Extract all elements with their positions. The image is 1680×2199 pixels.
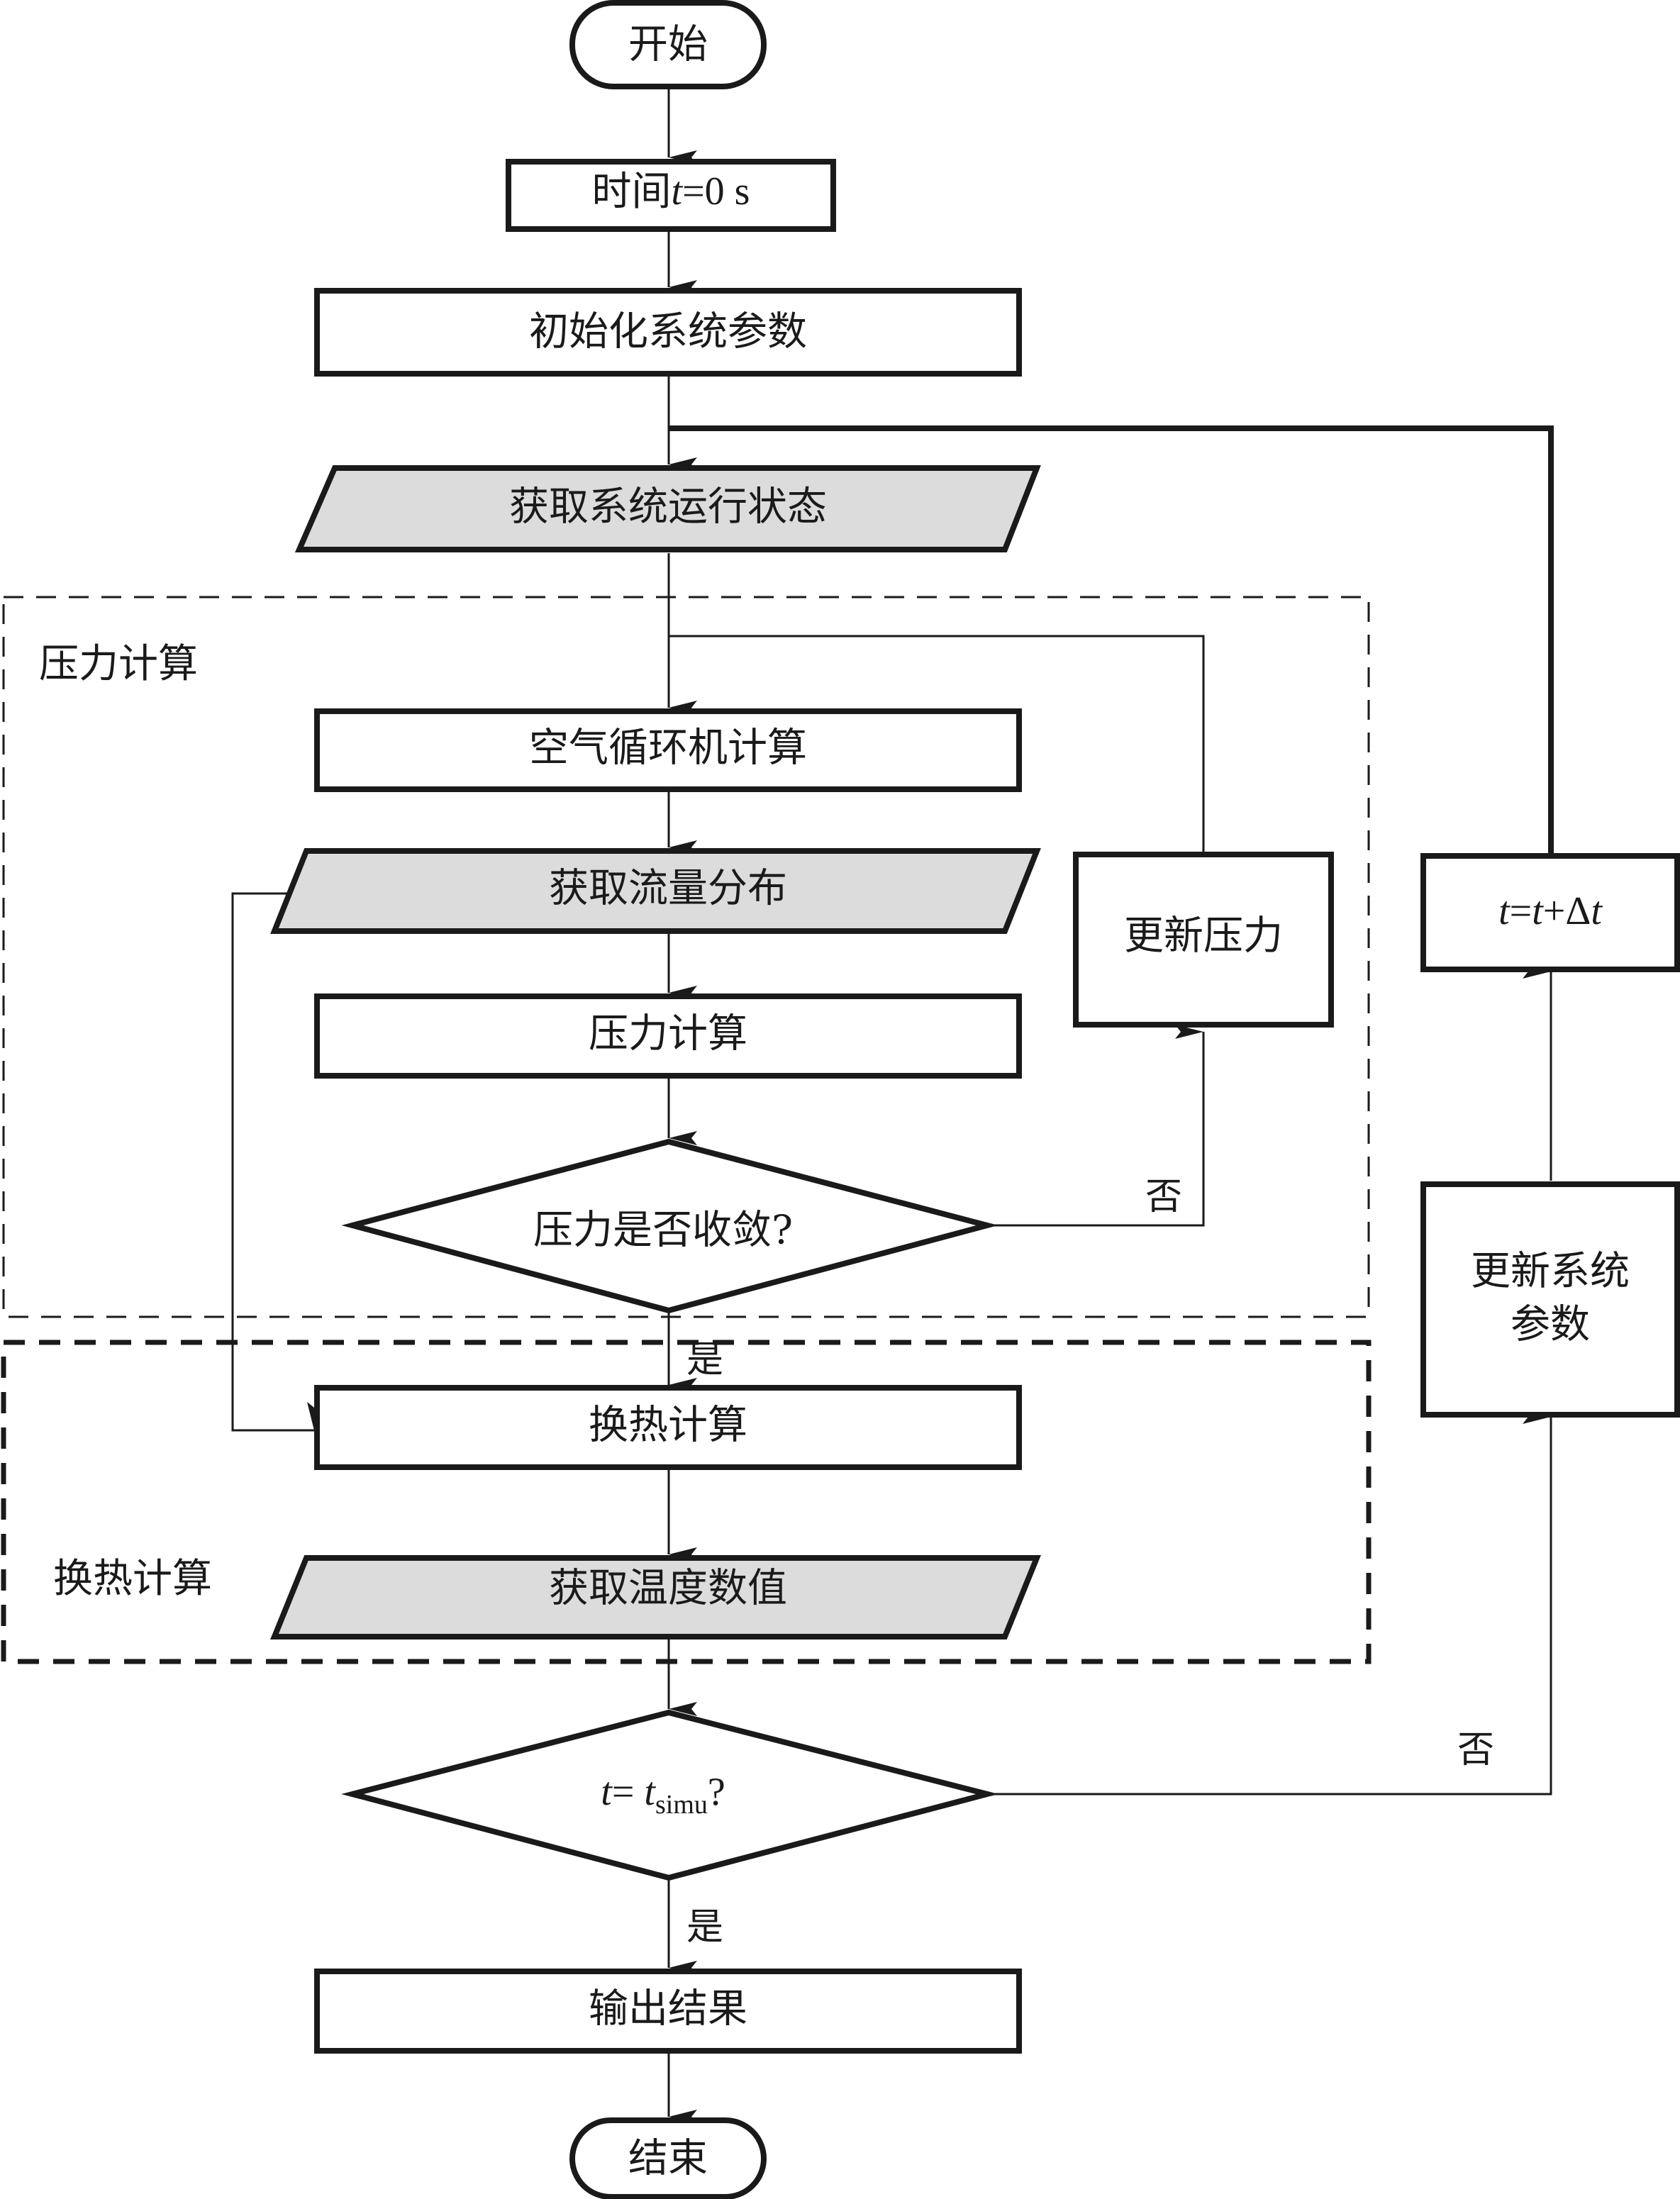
svg-text:更新压力: 更新压力 bbox=[1124, 913, 1283, 959]
edge-timecheck-update-sys bbox=[987, 1410, 1552, 1796]
svg-text:空气循环机计算: 空气循环机计算 bbox=[529, 725, 807, 772]
node-get-flow[interactable]: 获取流量分布 bbox=[270, 848, 1041, 934]
edge-update-pressure-loop bbox=[669, 635, 1205, 854]
node-heat-calc[interactable]: 换热计算 bbox=[314, 1385, 1022, 1470]
node-output[interactable]: 输出结果 bbox=[314, 1969, 1022, 2054]
svg-text:t= tsimu?: t= tsimu? bbox=[601, 1770, 725, 1820]
svg-text:更新系统: 更新系统 bbox=[1471, 1249, 1630, 1295]
node-start[interactable]: 开始 bbox=[569, 0, 767, 89]
svg-text:输出结果: 输出结果 bbox=[589, 1986, 747, 2032]
node-get-temp[interactable]: 获取温度数值 bbox=[270, 1555, 1041, 1639]
svg-text:压力是否收敛?: 压力是否收敛? bbox=[533, 1208, 793, 1254]
svg-text:初始化系统参数: 初始化系统参数 bbox=[529, 309, 807, 355]
node-time-init[interactable]: 时间t=0 s bbox=[506, 159, 836, 232]
edge-decision-update-pressure bbox=[987, 1025, 1205, 1227]
node-update-pressure[interactable]: 更新压力 bbox=[1073, 852, 1334, 1028]
edge-timestep-loop bbox=[669, 425, 1554, 858]
node-end[interactable]: 结束 bbox=[569, 2117, 767, 2199]
edge-label-pressure-no: 否 bbox=[1145, 1176, 1182, 1218]
svg-text:开始: 开始 bbox=[628, 22, 708, 68]
node-get-state[interactable]: 获取系统运行状态 bbox=[294, 465, 1041, 552]
edge-label-time-no: 否 bbox=[1457, 1729, 1494, 1771]
node-time-step[interactable]: t=t+Δt bbox=[1420, 853, 1680, 972]
svg-text:结束: 结束 bbox=[628, 2136, 708, 2182]
svg-text:时间t=0 s: 时间t=0 s bbox=[592, 169, 750, 215]
heat-group-region bbox=[1, 1340, 1372, 1664]
svg-text:获取系统运行状态: 获取系统运行状态 bbox=[509, 484, 827, 530]
pressure-group-label: 压力计算 bbox=[39, 641, 198, 687]
edge-flow-heat bbox=[231, 892, 321, 1432]
svg-text:参数: 参数 bbox=[1511, 1302, 1590, 1348]
node-update-sys[interactable]: 更新系统 参数 bbox=[1420, 1181, 1680, 1418]
node-acm-calc[interactable]: 空气循环机计算 bbox=[314, 708, 1022, 792]
heat-group-label: 换热计算 bbox=[53, 1556, 212, 1602]
node-init-params[interactable]: 初始化系统参数 bbox=[314, 288, 1022, 377]
edge-label-pressure-yes: 是 bbox=[686, 1339, 723, 1381]
svg-text:获取流量分布: 获取流量分布 bbox=[549, 866, 787, 912]
svg-text:压力计算: 压力计算 bbox=[589, 1011, 747, 1057]
node-pressure-converge[interactable]: 压力是否收敛? bbox=[341, 1138, 998, 1314]
svg-text:获取温度数值: 获取温度数值 bbox=[549, 1566, 787, 1612]
svg-text:换热计算: 换热计算 bbox=[589, 1403, 747, 1449]
svg-text:t=t+Δt: t=t+Δt bbox=[1498, 889, 1603, 933]
node-pressure-calc[interactable]: 压力计算 bbox=[314, 993, 1022, 1079]
edge-label-time-yes: 是 bbox=[686, 1906, 723, 1949]
node-time-check[interactable]: t= tsimu? bbox=[341, 1709, 998, 1881]
